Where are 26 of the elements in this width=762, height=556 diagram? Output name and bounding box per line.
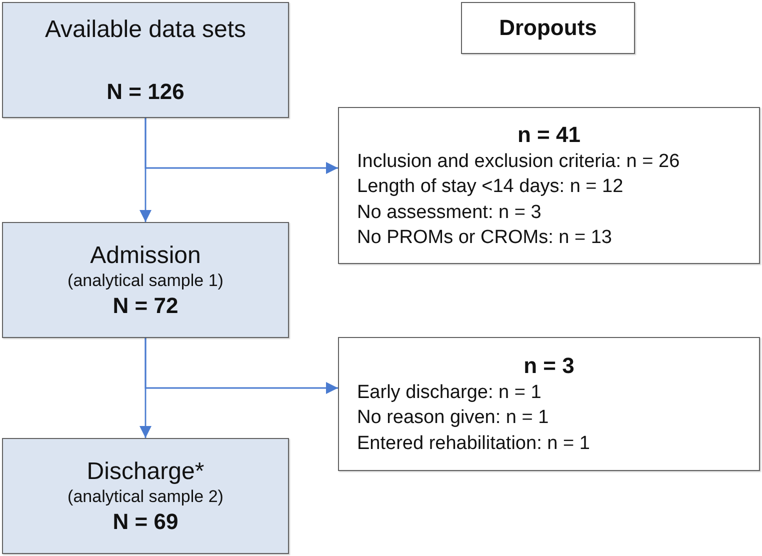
dropout-box (338, 337, 760, 471)
dropout-reason: No assessment: n = 3 (357, 200, 542, 224)
step-title: Available data sets (44, 14, 246, 44)
arrow (144, 118, 338, 174)
sample-note: (analytical sample 2) (68, 486, 224, 508)
arrow (144, 338, 338, 394)
header-box (461, 2, 635, 54)
dropout-reason: No reason given: n = 1 (357, 406, 550, 430)
sample-count: N = 126 (106, 78, 184, 106)
dropout-box (338, 107, 760, 264)
dropout-reason: Early discharge: n = 1 (357, 380, 542, 405)
dropout-reason: Entered rehabilitation: n = 1 (357, 432, 591, 456)
dropout-count: n = 3 (522, 352, 576, 380)
section-heading: Dropouts (499, 14, 597, 42)
step-title: Admission (90, 240, 201, 270)
process-box (2, 438, 289, 554)
sample-count: N = 69 (112, 508, 178, 536)
process-box (2, 222, 289, 338)
dropout-reason: Length of stay <14 days: n = 12 (357, 175, 624, 199)
step-title: Discharge* (86, 456, 204, 486)
dropout-reason: No PROMs or CROMs: n = 13 (357, 226, 613, 250)
dropout-count: n = 41 (516, 120, 582, 148)
sample-count: N = 72 (112, 292, 178, 320)
sample-note: (analytical sample 1) (68, 270, 224, 292)
dropout-reason: Inclusion and exclusion criteria: n = 26 (357, 150, 681, 174)
process-box (2, 2, 289, 118)
